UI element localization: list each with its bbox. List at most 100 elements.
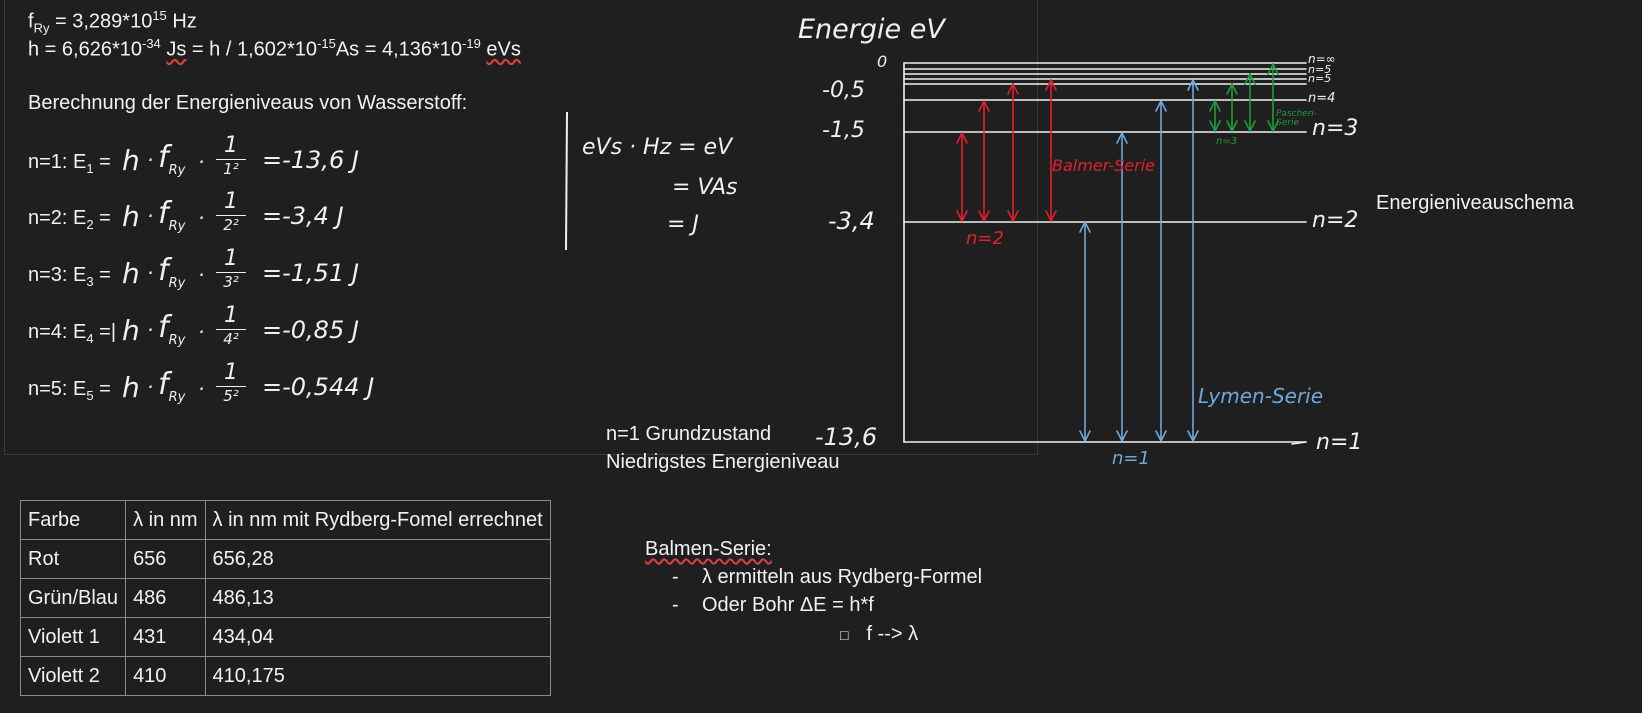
arrow-head [1192,430,1199,442]
units-divider-line [565,111,568,251]
multiply-dot: · [147,375,154,399]
value-minus-13-6: -13,6 [815,423,878,451]
table-cell: Violett 2 [19,656,127,696]
arrow-head [978,100,985,112]
energy-level-label: n=1: E1 = [28,151,111,176]
planck-symbol: h [122,144,140,177]
table-cell: Farbe [19,500,127,540]
energy-result: =-0,544 J [262,373,375,401]
arrow-head [1267,120,1274,132]
energy-level-label: n=4: E4 =| [28,321,117,346]
rydberg-frequency-symbol: fRy [158,253,186,291]
notes-container [4,0,1038,455]
level-label-5b: n=5 [1308,72,1332,85]
energy-result: =-3,4 J [262,202,344,230]
table-cell: 656,28 [204,539,551,579]
energy-level-label: n=3: E3 = [28,264,111,289]
paschen-n-label: n=3 [1216,136,1238,147]
table-cell: λ in nm mit Rydberg-Fomel errechnet [204,500,551,540]
level-label-2: n=2 [1312,208,1359,233]
ground-state-label: n=1 Grundzustand [606,423,772,445]
value-minus-1-5: -1,5 [822,118,865,143]
table-cell: 486 [125,578,206,618]
arrow-head [1244,73,1251,85]
table-cell: Violett 1 [19,617,127,657]
rydberg-frequency-symbol: fRy [158,140,186,178]
multiply-dot: · [198,377,205,401]
lyman-series-label: Lymen-Serie [1198,384,1324,408]
value-minus-0-5: -0,5 [822,78,865,103]
level-label-3: n=3 [1312,116,1359,141]
table-cell: 431 [125,617,206,657]
arrow-head [1045,210,1052,222]
level-lines [903,62,1307,445]
arrow-head [1226,83,1233,95]
arrow-head [1226,120,1233,132]
arrow-head [1249,73,1256,85]
multiply-dot: · [198,150,205,174]
arrow-head [1160,430,1167,442]
arrow-head [1012,83,1019,95]
arrow-head [1121,132,1128,144]
arrow-head [1079,430,1086,442]
value-minus-3-4: -3,4 [828,207,875,235]
arrow-head [1007,210,1014,222]
units-note-line-1: eVs · Hz = eV [582,135,733,160]
arrow-head [1267,63,1274,75]
table-cell: 434,04 [204,617,551,657]
arrow-head [1155,100,1162,112]
schema-label: Energieniveauschema [1376,192,1574,214]
notes-sub-item: □f --> λ [840,623,919,645]
energy-result: =-0,85 J [262,316,359,344]
rydberg-frequency-symbol: fRy [158,196,186,234]
energy-result: =-13,6 J [262,146,359,174]
section-heading: Berechnung der Energieniveaus von Wasser… [28,92,468,114]
arrow-head [1045,79,1052,91]
arrow-head [1192,79,1199,91]
units-note-line-2: = VAs [672,175,738,200]
level-label-4: n=4 [1308,91,1336,106]
ground-state-description: Niedrigstes Energieniveau [606,451,840,473]
arrow-head [1160,100,1167,112]
axis-tick [1291,441,1307,445]
level-label-5: n=5 [1308,63,1332,76]
table-cell: 656 [125,539,206,579]
arrow-head [956,210,963,222]
balmer-n-label: n=2 [966,228,1004,249]
arrow-head [1249,120,1256,132]
multiply-dot: · [198,320,205,344]
arrow-head [1187,79,1194,91]
energy-level-label: n=5: E5 = [28,378,111,403]
arrow-head [978,210,985,222]
multiply-dot: · [147,261,154,285]
arrow-head [1272,63,1279,75]
arrow-head [1187,430,1194,442]
multiply-dot: · [198,206,205,230]
level-label-1: n=1 [1316,430,1363,455]
paschen-series-label: Paschen-Serie [1276,109,1317,128]
multiply-dot: · [147,148,154,172]
transition-arrows [956,63,1279,442]
arrow-head [983,100,990,112]
table-cell: 410 [125,656,206,696]
lyman-n-label: n=1 [1112,448,1150,469]
energy-result: =-1,51 J [262,259,359,287]
frequency-constant: fRy = 3,289*1015 Hz [28,8,197,36]
planck-symbol: h [122,200,140,233]
table-cell: 486,13 [204,578,551,618]
arrow-head [961,210,968,222]
notes-item-1: -λ ermitteln aus Rydberg-Formel [672,566,983,588]
multiply-dot: · [198,263,205,287]
rydberg-frequency-symbol: fRy [158,367,186,405]
arrow-head [1231,120,1238,132]
table-cell: Rot [19,539,127,579]
